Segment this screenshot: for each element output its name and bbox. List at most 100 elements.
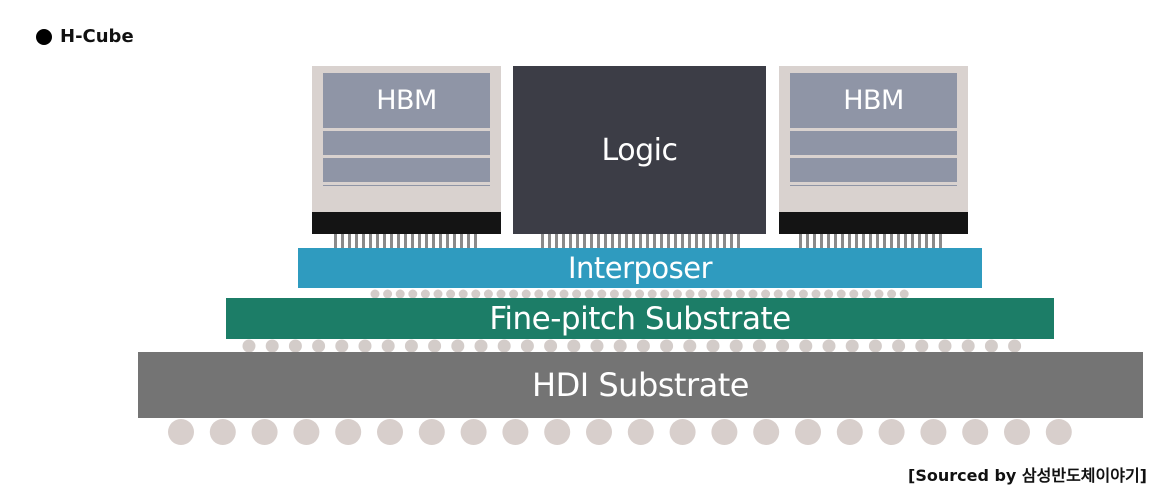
- solder-ball: [711, 419, 738, 445]
- solder-ball: [836, 419, 863, 445]
- micro-bump: [369, 234, 372, 248]
- solder-ball: [1045, 419, 1072, 445]
- micro-bump: [569, 234, 572, 248]
- substrate-bump: [822, 339, 836, 353]
- interposer-bump: [572, 289, 582, 299]
- substrate-bump: [706, 339, 720, 353]
- solder-ball: [335, 419, 362, 445]
- micro-bump: [541, 234, 544, 248]
- interposer-bump: [534, 289, 544, 299]
- micro-bump: [397, 234, 400, 248]
- substrate-bump: [799, 339, 813, 353]
- micro-bump: [467, 234, 470, 248]
- interposer-bump: [811, 289, 821, 299]
- micro-bump: [348, 234, 351, 248]
- hbm-die-separator: [323, 155, 490, 158]
- solder-ball: [377, 419, 403, 445]
- interposer-layer: Interposer: [298, 248, 982, 288]
- micro-bump: [827, 234, 830, 248]
- substrate-bump: [474, 339, 488, 353]
- interposer-bump: [887, 289, 897, 299]
- interposer-bump: [861, 289, 871, 299]
- fine-pitch-label: Fine-pitch Substrate: [489, 300, 791, 337]
- interposer-bump: [433, 289, 443, 299]
- micro-bump: [632, 234, 635, 248]
- hbm-die-separator: [790, 155, 957, 158]
- hbm-die-separator: [323, 182, 490, 185]
- micro-bump: [383, 234, 386, 248]
- substrate-bump: [404, 339, 418, 353]
- interposer-bump: [383, 289, 393, 299]
- solder-ball: [920, 419, 947, 445]
- substrate-bump: [288, 339, 302, 353]
- substrate-bump: [660, 339, 674, 353]
- micro-bump: [583, 234, 586, 248]
- substrate-bump: [868, 339, 882, 353]
- hbm-stack-left: HBM: [312, 66, 501, 234]
- substrate-bump: [984, 339, 998, 353]
- micro-bump: [611, 234, 614, 248]
- heading: H-Cube: [36, 26, 134, 47]
- logic-label: Logic: [601, 132, 678, 168]
- interposer-bump: [458, 289, 468, 299]
- interposer-bump: [584, 289, 594, 299]
- micro-bump: [820, 234, 823, 248]
- interposer-bump: [849, 289, 859, 299]
- micro-bump: [425, 234, 428, 248]
- micro-bump: [918, 234, 921, 248]
- substrate-bump: [428, 339, 442, 353]
- micro-bump: [376, 234, 379, 248]
- fine-pitch-substrate-layer: Fine-pitch Substrate: [226, 298, 1054, 339]
- substrate-bump: [683, 339, 697, 353]
- substrate-bump: [613, 339, 627, 353]
- interposer-bump: [370, 289, 380, 299]
- substrate-bump: [544, 339, 558, 353]
- micro-bump: [390, 234, 393, 248]
- solder-ball: [962, 419, 989, 445]
- micro-bump: [862, 234, 865, 248]
- interposer-bump: [609, 289, 619, 299]
- interposer-bump: [748, 289, 758, 299]
- micro-bump: [639, 234, 642, 248]
- interposer-bump: [735, 289, 745, 299]
- interposer-bump: [698, 289, 708, 299]
- solder-ball: [209, 419, 236, 445]
- solder-ball: [878, 419, 905, 445]
- bullet-icon: [36, 28, 52, 45]
- micro-bump: [453, 234, 456, 248]
- micro-bump: [723, 234, 726, 248]
- solder-ball: [418, 419, 445, 445]
- solder-ball: [627, 419, 654, 445]
- interposer-bump: [786, 289, 796, 299]
- substrate-bump: [567, 339, 581, 353]
- interposer-bump: [546, 289, 556, 299]
- micro-bump: [813, 234, 816, 248]
- substrate-bump: [915, 339, 929, 353]
- interposer-bump: [874, 289, 884, 299]
- micro-bump: [688, 234, 691, 248]
- interposer-bump: [836, 289, 846, 299]
- micro-bump: [848, 234, 851, 248]
- micro-bump: [625, 234, 628, 248]
- solder-ball: [168, 419, 194, 445]
- micro-bump: [799, 234, 802, 248]
- micro-bump: [925, 234, 928, 248]
- hbm-die-left: HBM: [323, 73, 490, 186]
- interposer-bump: [471, 289, 481, 299]
- substrate-bump: [358, 339, 372, 353]
- micro-bump: [834, 234, 837, 248]
- micro-bump: [716, 234, 719, 248]
- interposer-bump: [408, 289, 418, 299]
- micro-bump: [411, 234, 414, 248]
- solder-ball: [293, 419, 320, 445]
- hbm-die-separator: [790, 128, 957, 131]
- source-credit: [Sourced by 삼성반도체이야기]: [908, 466, 1147, 485]
- micro-bump: [341, 234, 344, 248]
- interposer-bump: [509, 289, 519, 299]
- interposer-bump: [899, 289, 909, 299]
- micro-bump: [702, 234, 705, 248]
- interposer-bump: [635, 289, 645, 299]
- solder-ball: [753, 419, 780, 445]
- hbm-base-die-left: [312, 212, 501, 234]
